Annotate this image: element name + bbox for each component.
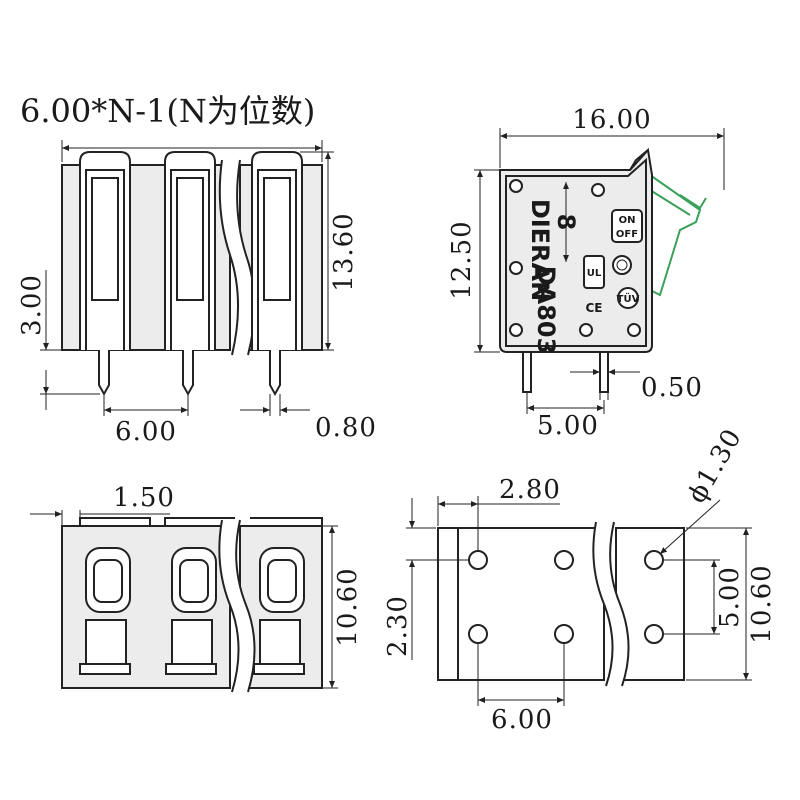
side-housing [499, 147, 653, 353]
pcb-hole [644, 550, 664, 570]
ce-mark-icon: CE [585, 301, 602, 315]
front-contact-1 [79, 151, 131, 350]
brand-mark: DIERAN [526, 199, 554, 301]
pcb-layout-view: 2.80 ϕ1.30 2.30 5.00 10.60 6.00 [383, 424, 777, 735]
pcb-hole [468, 550, 488, 570]
on-off-badge: ON OFF [611, 209, 643, 243]
dim-pin-width-side: 0.50 [641, 373, 703, 403]
pcb-hole [554, 624, 574, 644]
dim-edge-offset: 2.80 [499, 475, 561, 505]
drawing-title: 6.00*N-1(N为位数) [20, 92, 315, 130]
bottom-view: 1.50 10.60 [30, 483, 363, 693]
dim-offset-bottom: 1.50 [113, 483, 175, 513]
dim-height-pcb: 10.60 [747, 564, 777, 643]
dim-pitch-pcb: 6.00 [491, 705, 553, 735]
dim-pin-offset-side: 5.00 [537, 411, 599, 441]
svg-text:ON: ON [619, 215, 636, 226]
bottom-opening-3 [253, 547, 305, 675]
side-pin-2 [599, 351, 609, 393]
front-pin-2 [182, 350, 194, 397]
dim-height-bottom: 10.60 [333, 567, 363, 646]
dim-height-side: 12.50 [447, 220, 477, 299]
bottom-opening-1 [79, 547, 131, 675]
svg-text:OFF: OFF [616, 229, 638, 240]
front-contact-3 [251, 151, 303, 350]
dim-row-pitch: 5.00 [715, 566, 745, 628]
dim-width-side: 16.00 [572, 105, 651, 135]
front-contact-2 [164, 151, 216, 350]
svg-text:UL: UL [587, 268, 602, 279]
dim-pitch-front: 6.00 [115, 417, 177, 447]
front-pin-1 [98, 350, 110, 397]
bottom-opening-2 [165, 547, 217, 675]
front-view: 13.60 3.00 6.00 0.80 [17, 140, 377, 447]
dim-height-front: 13.60 [329, 212, 359, 291]
pcb-hole [644, 624, 664, 644]
dim-row-offset: 2.30 [383, 595, 413, 657]
cqc-mark-icon [612, 255, 632, 275]
ul-mark-icon: UL [583, 255, 605, 289]
dim-pin-width-front: 0.80 [315, 413, 377, 443]
side-view: DIERAN DA803 8 ON OFF UL TÜV CE 16.00 12… [447, 105, 725, 441]
side-pin-1 [522, 351, 532, 393]
svg-text:TÜV: TÜV [617, 291, 640, 305]
pcb-hole [468, 624, 488, 644]
front-pin-3 [269, 350, 281, 397]
tuv-mark-icon: TÜV [617, 287, 640, 309]
model-mark: DA803 [532, 266, 560, 355]
dim-pin-length: 3.00 [17, 274, 47, 336]
dim-hole-diameter: ϕ1.30 [682, 424, 748, 509]
pcb-hole [554, 550, 574, 570]
svg-text:CE: CE [585, 301, 602, 315]
